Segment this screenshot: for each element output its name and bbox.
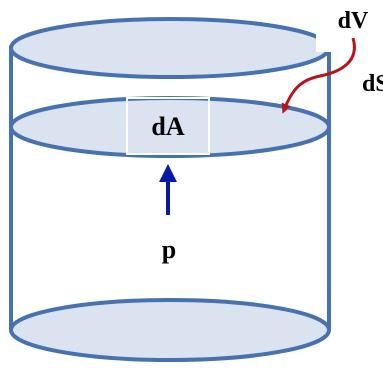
area-element-box [126,97,210,155]
area-label: dA [151,112,184,141]
pointer-arrow [281,37,356,114]
pressure-arrow-head [159,164,177,182]
cylinder-top-ellipse [9,17,331,79]
cylinder-bottom-ellipse [9,298,331,362]
surface-label: dS [362,71,383,97]
pressure-label: p [162,235,176,264]
top-ellipse-gap [316,34,332,52]
volume-label: dV [338,8,369,34]
